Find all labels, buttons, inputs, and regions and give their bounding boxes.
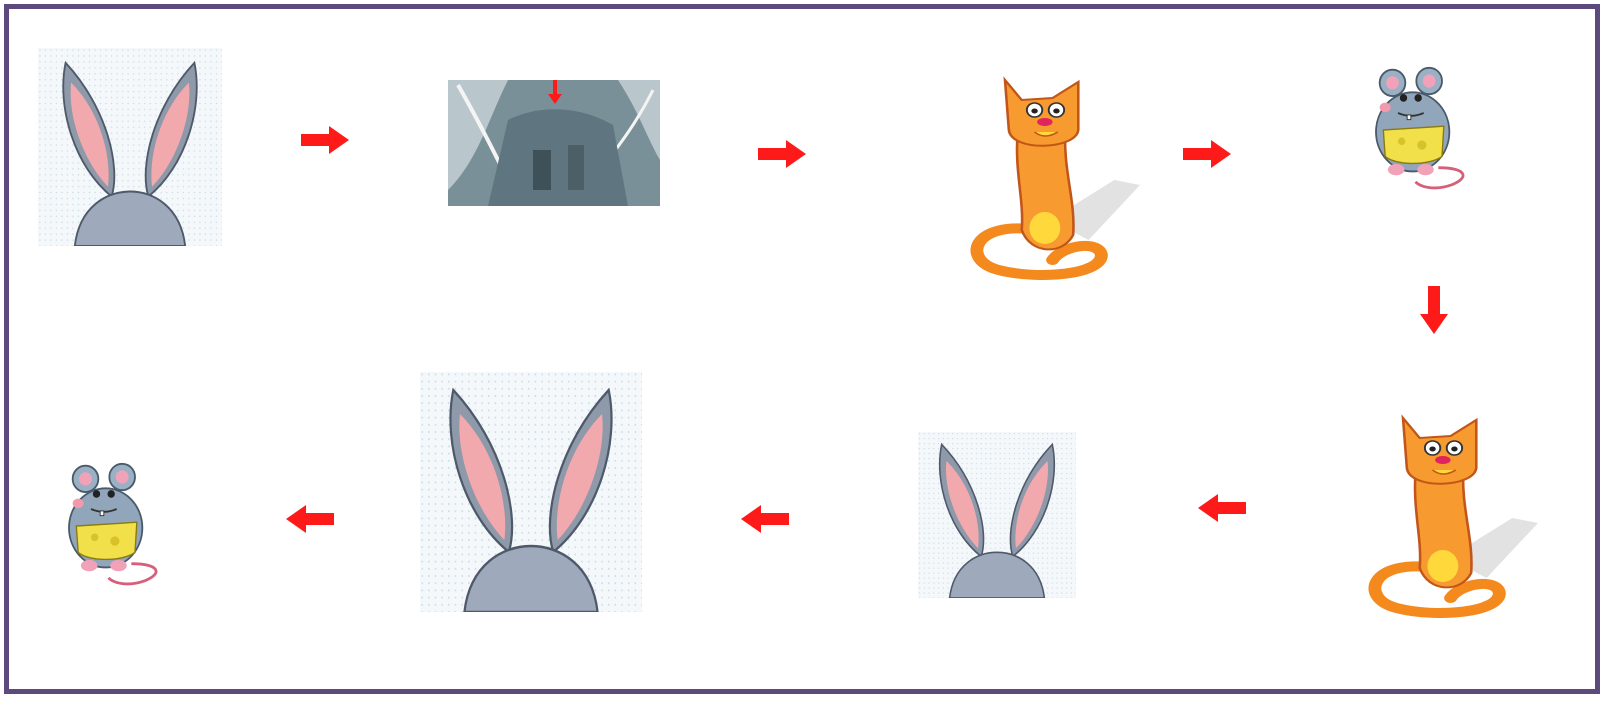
arrow-left-icon — [1198, 494, 1246, 522]
rabbit-ears-icon — [420, 372, 642, 612]
rabbit-ears-icon — [38, 48, 222, 246]
arrow-right-icon — [1183, 140, 1231, 168]
arrow-left-icon — [741, 505, 789, 533]
mouse-icon — [58, 460, 168, 592]
arrow-right-icon — [758, 140, 806, 168]
arrow-left-icon — [286, 505, 334, 533]
cat-icon — [960, 70, 1140, 280]
cat-icon — [1358, 408, 1538, 618]
mouse-icon — [1365, 64, 1475, 196]
rabbit-head-zoom-icon — [448, 80, 660, 206]
rabbit-ears-icon — [918, 432, 1076, 598]
arrow-right-icon — [301, 126, 349, 154]
arrow-down-icon — [1420, 286, 1448, 334]
